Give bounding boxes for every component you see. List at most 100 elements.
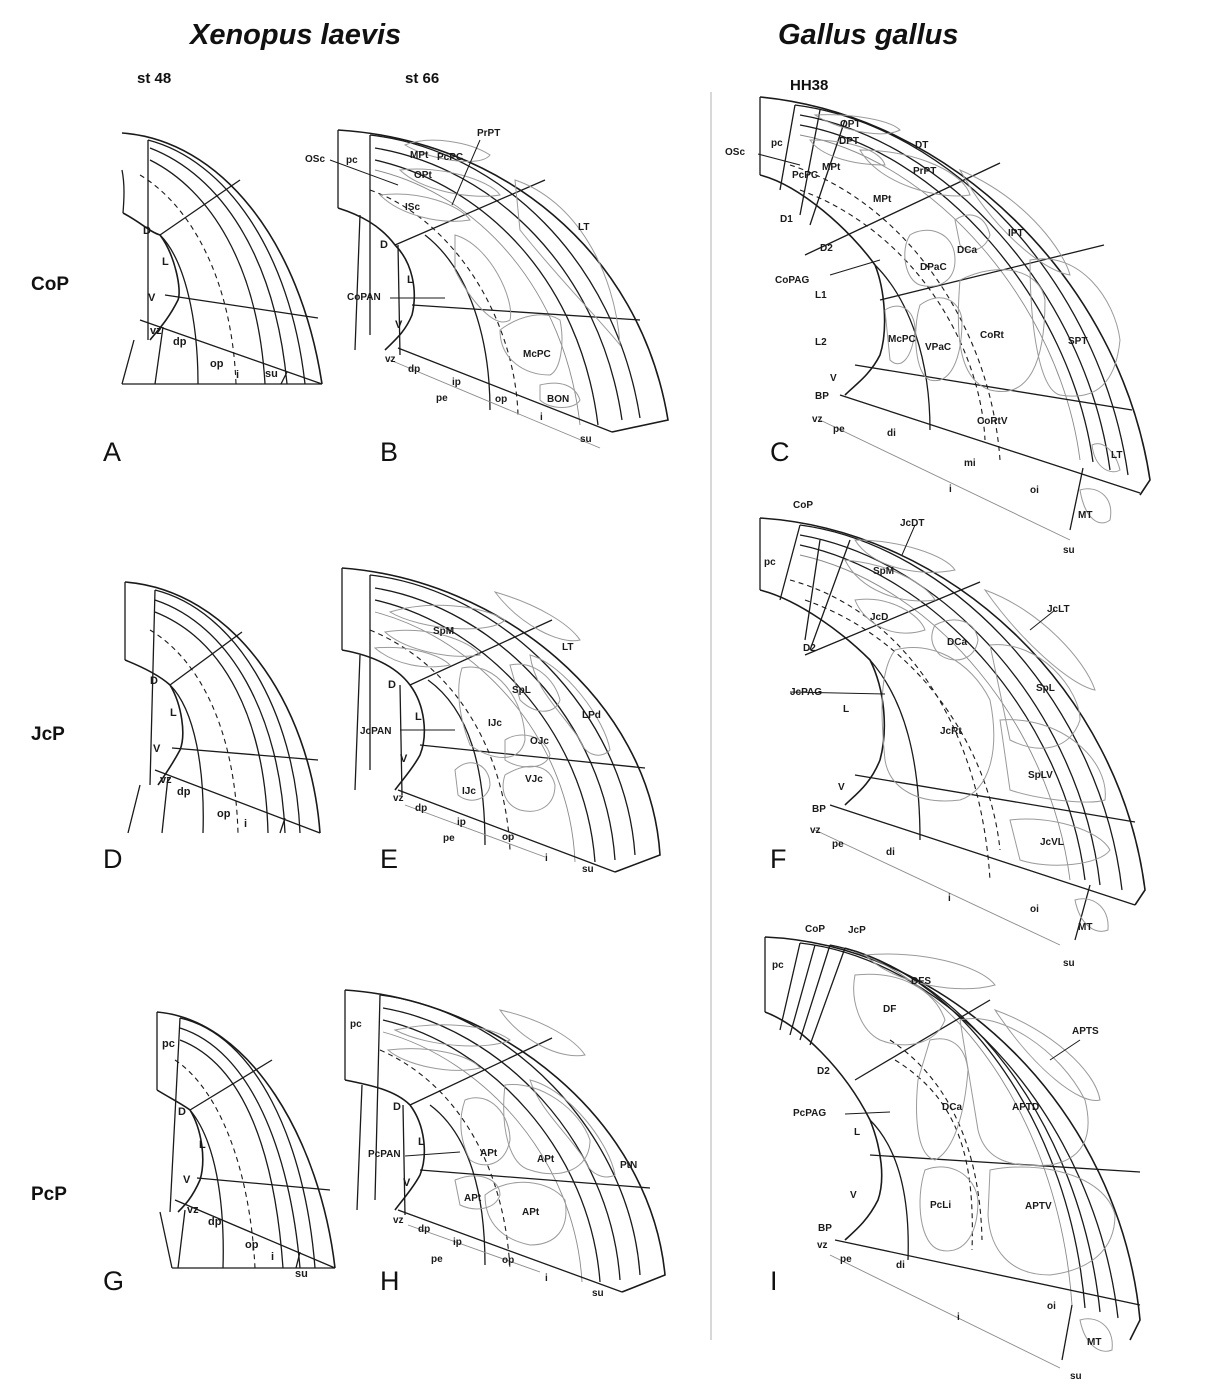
g-label-vz: vz bbox=[187, 1204, 199, 1216]
b-label-pcpc: PcPC bbox=[437, 152, 463, 163]
panel-f-diagram bbox=[759, 517, 1146, 946]
panel-letter-a: A bbox=[103, 437, 121, 467]
e-label-dp: dp bbox=[415, 803, 427, 814]
g-label-v: V bbox=[183, 1174, 191, 1186]
g-label-su: su bbox=[295, 1268, 308, 1280]
e-label-pe: pe bbox=[443, 833, 455, 844]
f-label-pe: pe bbox=[832, 839, 844, 850]
species-title-xenopus: Xenopus laevis bbox=[188, 19, 401, 51]
f-label-v: V bbox=[838, 782, 845, 793]
e-label-ip: ip bbox=[457, 817, 466, 828]
h-label-apt1: APt bbox=[480, 1148, 498, 1159]
c-label-d1: D1 bbox=[780, 214, 793, 225]
f-label-di: di bbox=[886, 847, 895, 858]
f-label-jcvl: JcVL bbox=[1040, 837, 1064, 848]
c-label-pc: pc bbox=[771, 138, 783, 149]
b-label-mcpc: McPC bbox=[523, 349, 551, 360]
row-label-pcp: PcP bbox=[31, 1184, 67, 1205]
species-title-gallus: Gallus gallus bbox=[778, 19, 959, 51]
c-label-v: V bbox=[830, 373, 837, 384]
h-label-op: op bbox=[502, 1255, 514, 1266]
f-label-pc: pc bbox=[764, 557, 776, 568]
panel-g-diagram bbox=[156, 1011, 336, 1269]
c-label-su: su bbox=[1063, 545, 1075, 556]
h-label-d: D bbox=[393, 1101, 401, 1113]
panel-letter-b: B bbox=[380, 437, 398, 467]
b-label-ip: ip bbox=[452, 377, 461, 388]
b-label-copan: CoPAN bbox=[347, 292, 381, 303]
panel-letter-c: C bbox=[770, 437, 790, 467]
d-label-v: V bbox=[153, 743, 161, 755]
f-label-cop: CoP bbox=[793, 500, 813, 511]
h-label-dp: dp bbox=[418, 1224, 430, 1235]
c-label-d2: D2 bbox=[820, 243, 833, 254]
i-label-jcp: JcP bbox=[848, 925, 866, 936]
h-label-vz: vz bbox=[393, 1215, 404, 1226]
c-label-oi: oi bbox=[1030, 485, 1039, 496]
b-label-pc: pc bbox=[346, 155, 358, 166]
i-label-v: V bbox=[850, 1190, 857, 1201]
i-label-apts: APTS bbox=[1072, 1026, 1099, 1037]
i-label-aptv: APTV bbox=[1025, 1201, 1052, 1212]
c-label-mi: mi bbox=[964, 458, 976, 469]
g-label-i: i bbox=[271, 1251, 274, 1263]
a-label-i: i bbox=[236, 369, 239, 381]
f-label-splv: SpLV bbox=[1028, 770, 1053, 781]
c-label-pcpc: PcPC bbox=[792, 170, 818, 181]
b-label-v: V bbox=[395, 319, 403, 331]
c-label-di: di bbox=[887, 428, 896, 439]
d-label-dp: dp bbox=[177, 786, 191, 798]
h-label-v: V bbox=[403, 1177, 411, 1189]
c-label-l1: L1 bbox=[815, 290, 827, 301]
f-label-d2: D2 bbox=[803, 643, 816, 654]
c-label-dca: DCa bbox=[957, 245, 977, 256]
h-label-apt4: APt bbox=[522, 1207, 540, 1218]
i-label-pcpag: PcPAG bbox=[793, 1108, 826, 1119]
e-label-ojc: OJc bbox=[530, 736, 549, 747]
d-label-op: op bbox=[217, 808, 231, 820]
g-label-d: D bbox=[178, 1106, 186, 1118]
b-label-su: su bbox=[580, 434, 592, 445]
b-label-prpt: PrPT bbox=[477, 128, 500, 139]
h-label-pc: pc bbox=[350, 1019, 362, 1030]
g-label-dp: dp bbox=[208, 1216, 222, 1228]
f-label-jcpag: JcPAG bbox=[790, 687, 822, 698]
b-label-l: L bbox=[407, 274, 414, 286]
g-label-l: L bbox=[199, 1139, 206, 1151]
i-label-pe: pe bbox=[840, 1254, 852, 1265]
c-label-l2: L2 bbox=[815, 337, 827, 348]
f-label-jcdt: JcDT bbox=[900, 518, 924, 529]
d-label-i: i bbox=[244, 818, 247, 830]
panel-letter-i: I bbox=[770, 1266, 778, 1296]
panel-a-diagram bbox=[121, 132, 323, 385]
c-label-copag: CoPAG bbox=[775, 275, 809, 286]
c-label-mcpc: McPC bbox=[888, 334, 916, 345]
c-label-lt: LT bbox=[1111, 450, 1122, 461]
panel-letter-e: E bbox=[380, 844, 398, 874]
e-label-ijc2: IJc bbox=[462, 786, 476, 797]
f-label-vz: vz bbox=[810, 825, 821, 836]
h-label-i: i bbox=[545, 1273, 548, 1284]
c-label-opt: OPT bbox=[840, 119, 861, 130]
e-label-jcpan: JcPAN bbox=[360, 726, 392, 737]
e-label-su: su bbox=[582, 864, 594, 875]
h-label-pe: pe bbox=[431, 1254, 443, 1265]
e-label-lt: LT bbox=[562, 642, 573, 653]
panel-letter-h: H bbox=[380, 1266, 400, 1296]
c-label-i: i bbox=[949, 484, 952, 495]
c-label-vpac: VPaC bbox=[925, 342, 951, 353]
panel-b-diagram bbox=[329, 129, 669, 449]
i-label-dfs: DFS bbox=[911, 976, 931, 987]
g-label-pc: pc bbox=[162, 1038, 175, 1050]
stage-label-st66: st 66 bbox=[405, 70, 439, 87]
i-label-su: su bbox=[1070, 1371, 1082, 1382]
b-label-vz: vz bbox=[385, 354, 396, 365]
f-label-jcd: JcD bbox=[870, 612, 888, 623]
i-label-vz: vz bbox=[817, 1240, 828, 1251]
c-label-mpt2: MPt bbox=[873, 194, 892, 205]
c-label-ipt: IPT bbox=[1008, 228, 1024, 239]
h-label-su: su bbox=[592, 1288, 604, 1299]
c-label-dt: DT bbox=[915, 140, 928, 151]
h-label-l: L bbox=[418, 1136, 425, 1148]
c-label-mt: MT bbox=[1078, 510, 1092, 521]
